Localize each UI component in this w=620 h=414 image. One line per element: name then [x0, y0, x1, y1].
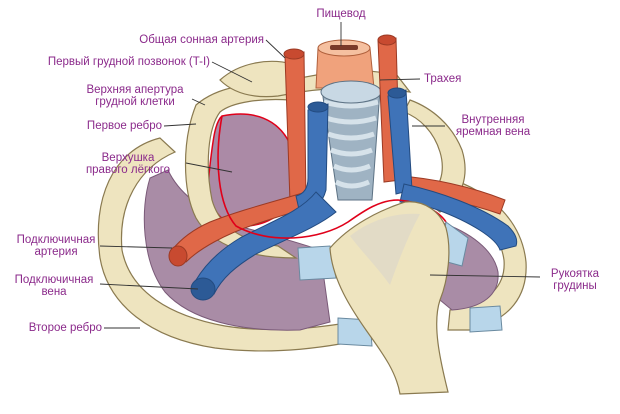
costal-cartilage-1-right	[297, 245, 337, 281]
label-first-thoracic-vertebra: Первый грудной позвонок (T-I)	[47, 56, 210, 68]
label-superior-aperture-line2: грудной клетки	[95, 96, 175, 108]
left-carotid-lumen	[377, 34, 397, 46]
label-second-rib: Второе ребро	[28, 322, 102, 334]
label-subclavian-artery-line2: артерия	[34, 246, 78, 258]
label-manubrium-line2: грудины	[553, 280, 597, 292]
label-subclavian-vein: Подключичная вена	[4, 274, 104, 298]
manubrium-shading	[350, 213, 420, 285]
label-superior-aperture-line1: Верхняя апертура	[86, 84, 184, 96]
costal-cartilage-2-left	[469, 305, 503, 333]
label-internal-jugular-line1: Внутренняя	[461, 114, 525, 126]
right-jugular-lumen	[307, 101, 329, 113]
label-internal-jugular-line2: яремная вена	[455, 126, 531, 138]
label-internal-jugular-vein: Внутренняя яремная вена	[440, 114, 546, 138]
label-lung-apex-line2: правого лёгкого	[85, 164, 171, 176]
label-subclavian-vein-line2: вена	[41, 286, 67, 298]
trachea-opening	[320, 80, 382, 104]
label-esophagus: Пищевод	[316, 8, 366, 20]
label-manubrium: Рукоятка грудины	[540, 268, 610, 292]
label-subclavian-artery: Подключичная артерия	[6, 234, 106, 258]
manubrium-of-sternum	[329, 201, 450, 395]
left-jugular-lumen	[387, 87, 407, 99]
label-subclavian-vein-line1: Подключичная	[14, 274, 94, 286]
trachea-rings	[323, 99, 379, 189]
right-subclavian-artery-end	[168, 245, 188, 267]
label-first-rib: Первое ребро	[86, 120, 162, 132]
label-common-carotid-artery: Общая сонная артерия	[139, 34, 264, 46]
label-subclavian-artery-line1: Подключичная	[16, 234, 96, 246]
esophagus-slit	[330, 45, 358, 50]
label-right-lung-apex: Верхушка правого лёгкого	[66, 152, 190, 176]
right-carotid-lumen	[283, 48, 305, 60]
label-superior-aperture: Верхняя апертура грудной клетки	[70, 84, 200, 108]
label-trachea: Трахея	[424, 73, 462, 85]
label-lung-apex-line1: Верхушка	[101, 152, 155, 164]
leader-lines	[99, 22, 541, 329]
label-manubrium-line1: Рукоятка	[550, 268, 600, 280]
